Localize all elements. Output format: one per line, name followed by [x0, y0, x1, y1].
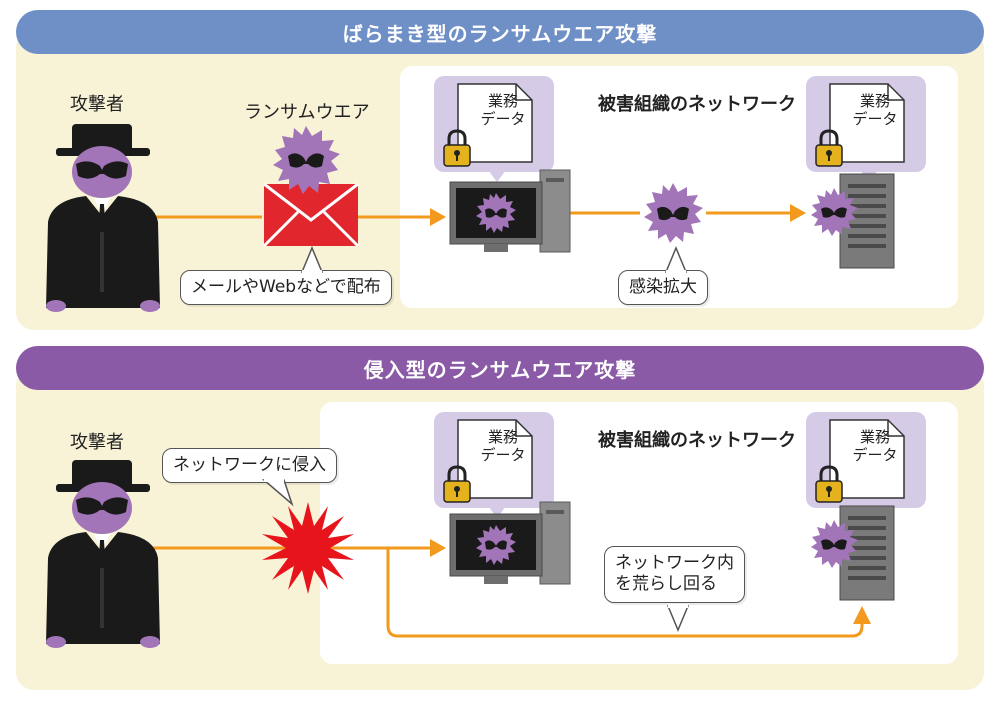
top-title: ばらまき型のランサムウエア攻撃 [342, 21, 658, 46]
envelope-icon [262, 182, 360, 248]
bubble-mail: メールやWebなどで配布 [180, 270, 392, 306]
top-ransomware-label: ランサムウエア [244, 102, 370, 123]
bubble-mail-tail [300, 246, 324, 274]
bubble-roam-tail [666, 604, 690, 632]
attacker-icon [46, 124, 160, 312]
bottom-title: 侵入型のランサムウエア攻撃 [363, 357, 637, 382]
virus-icon [273, 126, 340, 194]
bottom-title-bar: 侵入型のランサムウエア攻撃 [16, 346, 984, 390]
server-icon [811, 505, 895, 601]
top-doc-left-line2: データ [480, 110, 526, 128]
bottom-doc-left-line1: 業務 [487, 428, 518, 446]
bottom-doc-right: 業務 データ [806, 412, 926, 520]
top-network-label: 被害組織のネットワーク [598, 94, 796, 115]
lock-icon [443, 465, 471, 503]
virus-icon [644, 183, 703, 243]
top-attacker-label: 攻撃者 [70, 94, 124, 115]
bottom-doc-right-line2: データ [852, 446, 898, 464]
bubble-roam-line2: を荒らし回る [615, 574, 717, 595]
lock-icon [443, 129, 471, 167]
top-title-bar: ばらまき型のランサムウエア攻撃 [16, 10, 984, 54]
bubble-intrude-tail [261, 478, 294, 507]
bubble-intrude: ネットワークに侵入 [162, 448, 337, 484]
bubble-roam-line1: ネットワーク内 [615, 553, 734, 573]
top-doc-left: 業務 データ [434, 76, 554, 184]
bubble-spread: 感染拡大 [618, 270, 708, 306]
computer-icon [449, 501, 571, 585]
top-doc-right-line1: 業務 [859, 92, 890, 110]
lock-icon [815, 465, 843, 503]
bottom-doc-left-line2: データ [480, 446, 526, 464]
doc-bubble-tail [488, 170, 506, 182]
server-icon [811, 173, 895, 269]
top-doc-right-line2: データ [852, 110, 898, 128]
computer-icon [449, 169, 571, 253]
bubble-spread-tail [664, 246, 688, 274]
bottom-doc-left: 業務 データ [434, 412, 554, 520]
bottom-network-label: 被害組織のネットワーク [598, 430, 796, 451]
attacker-icon [46, 460, 160, 648]
bubble-roam: ネットワーク内 を荒らし回る [604, 546, 745, 603]
bottom-doc-right-line1: 業務 [859, 428, 890, 446]
bottom-attacker-label: 攻撃者 [70, 432, 124, 453]
top-doc-left-line1: 業務 [487, 92, 518, 110]
burst-icon [262, 502, 354, 594]
top-doc-right: 業務 データ [806, 76, 926, 184]
lock-icon [815, 129, 843, 167]
